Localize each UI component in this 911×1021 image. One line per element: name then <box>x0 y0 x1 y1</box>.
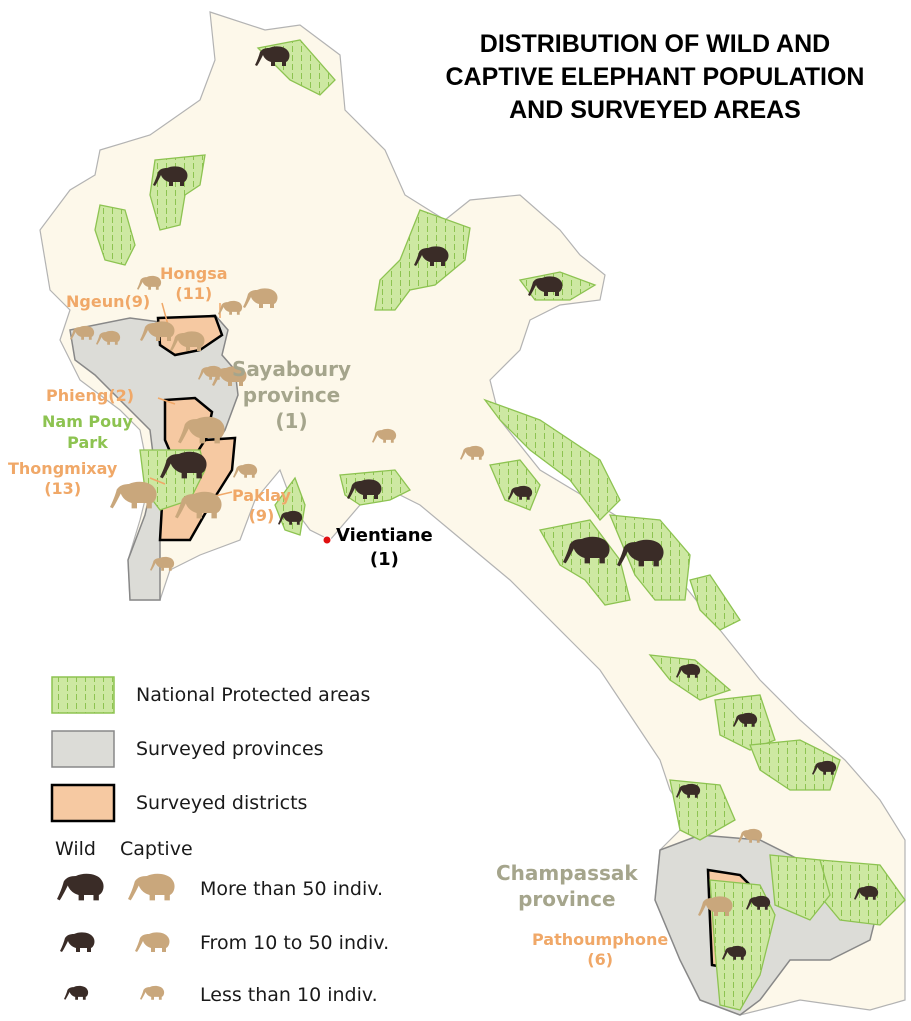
legend-swatch-surveyed-districts <box>50 783 116 823</box>
legend-captive-medium-icon <box>135 932 170 952</box>
label-thongmixay: Thongmixay (13) <box>8 459 118 498</box>
label-pathoumphone: Pathoumphone (6) <box>532 930 669 969</box>
label-ngeun: Ngeun(9) <box>66 292 151 311</box>
country-laos <box>39 11 906 1016</box>
legend-wild-heading: Wild <box>55 838 96 860</box>
legend-surveyed-districts: Surveyed districts <box>136 792 308 814</box>
legend-size-small: Less than 10 indiv. <box>200 984 378 1006</box>
legend-wild-large-icon <box>57 873 104 901</box>
legend-elephants <box>57 873 175 1000</box>
legend-surveyed-provinces: Surveyed provinces <box>136 738 324 760</box>
label-sayaboury: Sayaboury province (1) <box>232 357 352 433</box>
label-paklay: Paklay (9) <box>232 486 291 525</box>
map-title: DISTRIBUTION OF WILD AND CAPTIVE ELEPHAN… <box>415 28 895 127</box>
vientiane-capital-dot <box>322 535 332 545</box>
legend-swatch-surveyed-provinces <box>51 730 115 768</box>
title-line: DISTRIBUTION OF WILD AND <box>479 30 831 58</box>
legend-captive-large-icon <box>128 873 175 901</box>
label-phieng: Phieng(2) <box>46 386 135 405</box>
title-line: AND SURVEYED AREAS <box>509 96 801 124</box>
legend-swatches <box>50 676 116 823</box>
legend-captive-heading: Captive <box>120 838 193 860</box>
label-hongsa: Hongsa (11) <box>160 264 228 303</box>
legend-protected-areas: National Protected areas <box>136 684 371 706</box>
label-champassak: Champassak province <box>496 861 638 911</box>
legend-captive-small-icon <box>140 985 165 1000</box>
label-vientiane: Vientiane (1) <box>336 525 433 570</box>
label-nam-pouy-park: Nam Pouy Park <box>42 412 133 452</box>
legend-wild-medium-icon <box>60 932 95 952</box>
legend-size-large: More than 50 indiv. <box>200 878 384 900</box>
title-line: CAPTIVE ELEPHANT POPULATION <box>445 63 865 91</box>
legend-size-medium: From 10 to 50 indiv. <box>200 932 390 954</box>
legend-wild-small-icon <box>64 985 89 1000</box>
legend-swatch-protected-areas <box>51 676 115 714</box>
